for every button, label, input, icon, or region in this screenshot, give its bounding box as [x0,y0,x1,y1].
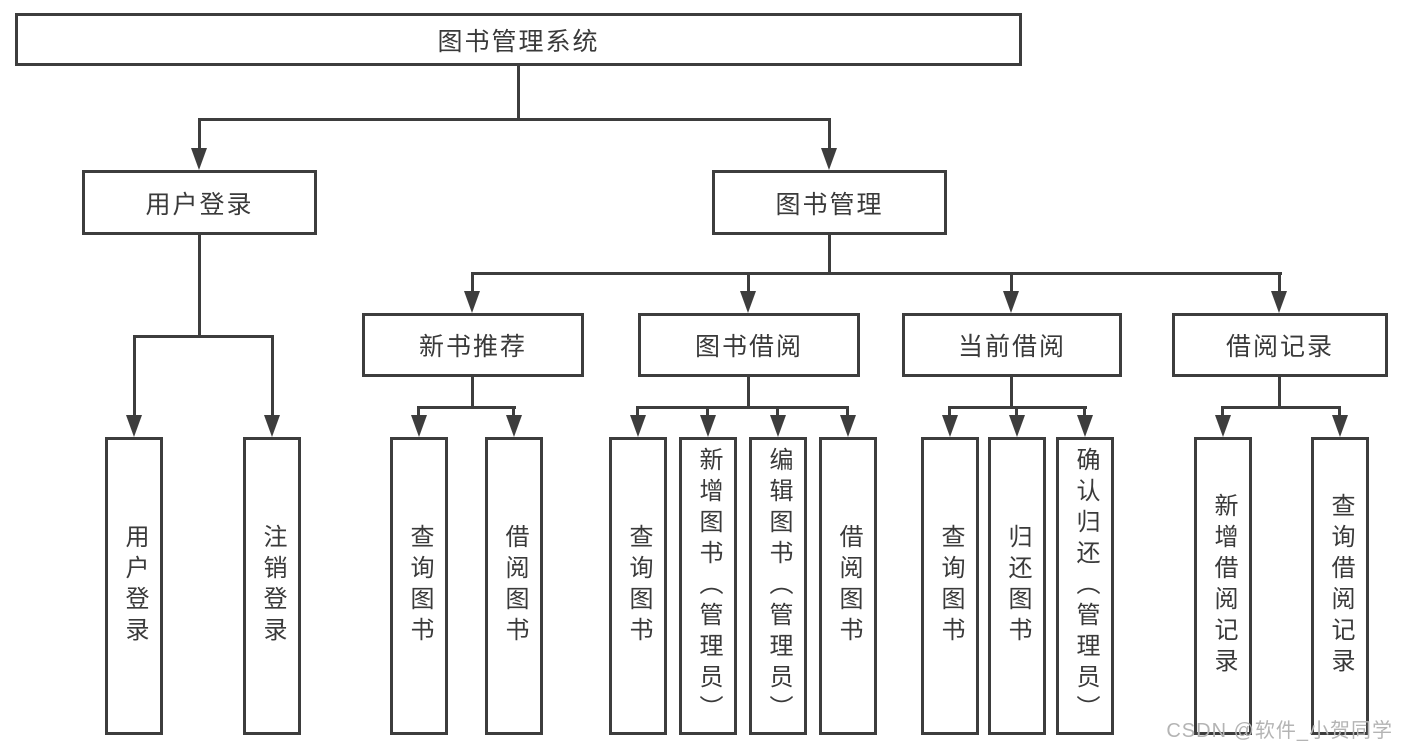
leaf-query-books-current: 查询图书 [921,437,979,735]
connector-line [1010,377,1013,406]
connector-arrowhead [840,415,856,437]
connector-arrowhead [942,415,958,437]
connector-arrowhead [1215,415,1231,437]
connector-arrowhead [506,415,522,437]
connector-line [512,406,515,419]
connector-line [1278,272,1281,294]
connector-arrowhead [740,291,756,313]
leaf-label: 编辑图书（管理员） [765,446,792,726]
connector-line [198,121,201,151]
connector-line [776,406,779,419]
connector-line [417,406,420,419]
leaf-label: 注销登录 [259,524,286,648]
connector-arrowhead [770,415,786,437]
node-current-borrowing: 当前借阅 [902,313,1122,377]
connector-line [636,406,849,409]
leaf-label: 新增图书（管理员） [695,446,722,726]
connector-arrowhead [411,415,427,437]
connector-arrowhead [264,415,280,437]
connector-line [636,406,639,419]
connector-arrowhead [1271,291,1287,313]
connector-line [1015,406,1018,419]
leaf-label: 借阅图书 [835,524,862,648]
connector-line [517,66,520,121]
connector-line [417,406,516,409]
leaf-label: 查询图书 [625,524,652,648]
connector-line [828,235,831,275]
node-book-management: 图书管理 [712,170,947,235]
leaf-add-borrow-record: 新增借阅记录 [1194,437,1252,735]
leaf-label: 归还图书 [1004,524,1031,648]
connector-arrowhead [700,415,716,437]
node-borrowing-records: 借阅记录 [1172,313,1388,377]
connector-line [1338,406,1341,419]
connector-line [747,272,750,294]
leaf-logout: 注销登录 [243,437,301,735]
connector-line [1010,272,1013,294]
connector-line [846,406,849,419]
connector-arrowhead [1003,291,1019,313]
connector-line [471,377,474,406]
leaf-query-books-recommend: 查询图书 [390,437,448,735]
connector-arrowhead [630,415,646,437]
leaf-edit-books-admin: 编辑图书（管理员） [749,437,807,735]
leaf-label: 查询借阅记录 [1327,493,1354,679]
connector-line [133,335,136,417]
connector-line [133,335,274,338]
connector-line [198,118,831,121]
connector-line [747,377,750,406]
connector-line [271,335,274,417]
connector-line [471,272,1282,275]
connector-arrowhead [1009,415,1025,437]
leaf-label: 借阅图书 [501,524,528,648]
leaf-return-books: 归还图书 [988,437,1046,735]
leaf-borrow-books-borrowing: 借阅图书 [819,437,877,735]
connector-line [471,272,474,294]
leaf-label: 查询图书 [406,524,433,648]
leaf-query-borrow-record: 查询借阅记录 [1311,437,1369,735]
node-new-book-recommendation: 新书推荐 [362,313,584,377]
connector-arrowhead [821,148,837,170]
connector-arrowhead [1077,415,1093,437]
connector-arrowhead [126,415,142,437]
connector-arrowhead [464,291,480,313]
connector-line [1221,406,1341,409]
connector-line [828,121,831,151]
connector-line [706,406,709,419]
connector-arrowhead [191,148,207,170]
leaf-confirm-return-admin: 确认归还（管理员） [1056,437,1114,735]
node-user-login: 用户登录 [82,170,317,235]
connector-line [948,406,951,419]
node-library-management-system: 图书管理系统 [15,13,1022,66]
watermark: CSDN @软件_小贺同学 [1166,720,1393,742]
connector-arrowhead [1332,415,1348,437]
leaf-label: 用户登录 [121,524,148,648]
leaf-borrow-books-recommend: 借阅图书 [485,437,543,735]
connector-line [1278,377,1281,406]
connector-line [1083,406,1086,419]
leaf-user-login: 用户登录 [105,437,163,735]
node-book-borrowing: 图书借阅 [638,313,860,377]
connector-line [198,235,201,335]
leaf-label: 新增借阅记录 [1210,493,1237,679]
leaf-label: 确认归还（管理员） [1072,446,1099,726]
leaf-label: 查询图书 [937,524,964,648]
connector-line [1221,406,1224,419]
leaf-query-books-borrowing: 查询图书 [609,437,667,735]
leaf-add-books-admin: 新增图书（管理员） [679,437,737,735]
